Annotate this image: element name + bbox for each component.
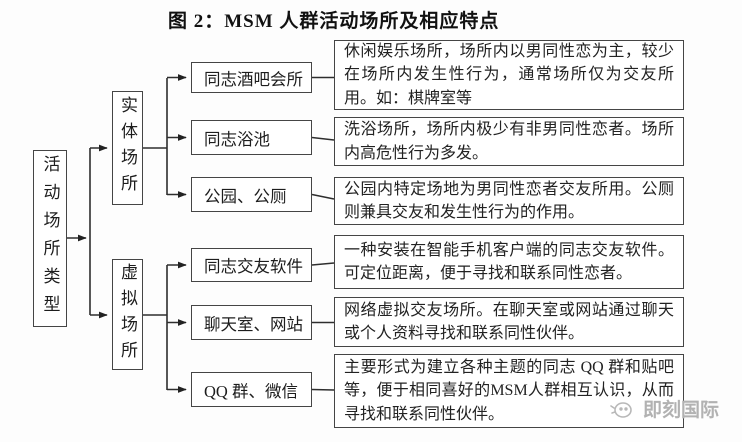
root-node: 活动场所类型: [33, 150, 67, 327]
venue-node-bath: 同志浴池: [191, 120, 312, 155]
venue-description-park: 公园内特定场地为男同性恋者交友所用。公厕则兼具交友和发生性行为的作用。: [334, 177, 684, 225]
watermark-logo-icon: [610, 401, 632, 418]
venue-node-app: 同志交友软件: [191, 248, 312, 282]
watermark: 即刻国际: [608, 395, 719, 422]
venue-description-chatroom: 网络虚拟交友场所。在聊天室或网站通过聊天或个人资料寻找和联系同性伙伴。: [334, 297, 684, 347]
venue-description-text: 主要形式为建立各种主题的同志 QQ 群和贴吧等，便于相同喜好的MSM人群相互认识…: [344, 359, 674, 423]
venue-description-bath: 洗浴场所，场所内极少有非男同性恋者。场所内高危性行为多发。: [334, 117, 684, 166]
venue-node-chatroom: 聊天室、网站: [191, 305, 312, 340]
venue-node-qq-wechat: QQ 群、微信: [191, 372, 312, 407]
category-node-virtual: 虚拟场所: [112, 259, 143, 370]
venue-description-text: 一种安装在智能手机客户端的同志交友软件。可定位距离，便于寻找和联系同性恋者。: [344, 241, 674, 282]
connector-desc-6: [311, 388, 335, 391]
watermark-text: 即刻国际: [643, 400, 720, 421]
connector-desc-2: [311, 136, 335, 141]
venue-description-text: 网络虚拟交友场所。在聊天室或网站通过聊天或个人资料寻找和联系同性伙伴。: [344, 301, 674, 342]
venue-description-text: 休闲娱乐场所，场所内以男同性恋为主，较少在场所内发生性行为，通常场所仅为交友所用…: [344, 43, 674, 107]
venue-node-park: 公园、公厕: [191, 177, 312, 212]
figure-title: 图 2：MSM 人群活动场所及相应特点: [168, 11, 500, 32]
venue-description-app: 一种安装在智能手机客户端的同志交友软件。可定位距离，便于寻找和联系同性恋者。: [334, 235, 684, 289]
venue-description-bar: 休闲娱乐场所，场所内以男同性恋为主，较少在场所内发生性行为，通常场所仅为交友所用…: [334, 40, 684, 110]
venue-description-text: 公园内特定场地为男同性恋者交友所用。公厕则兼具交友和发生性行为的作用。: [344, 180, 674, 221]
connector-desc-4: [311, 262, 335, 266]
venue-node-bar: 同志酒吧会所: [191, 62, 312, 93]
category-node-physical: 实体场所: [112, 91, 143, 205]
connector-desc-3: [311, 193, 335, 200]
venue-description-text: 洗浴场所，场所内极少有非男同性恋者。场所内高危性行为多发。: [344, 121, 674, 162]
